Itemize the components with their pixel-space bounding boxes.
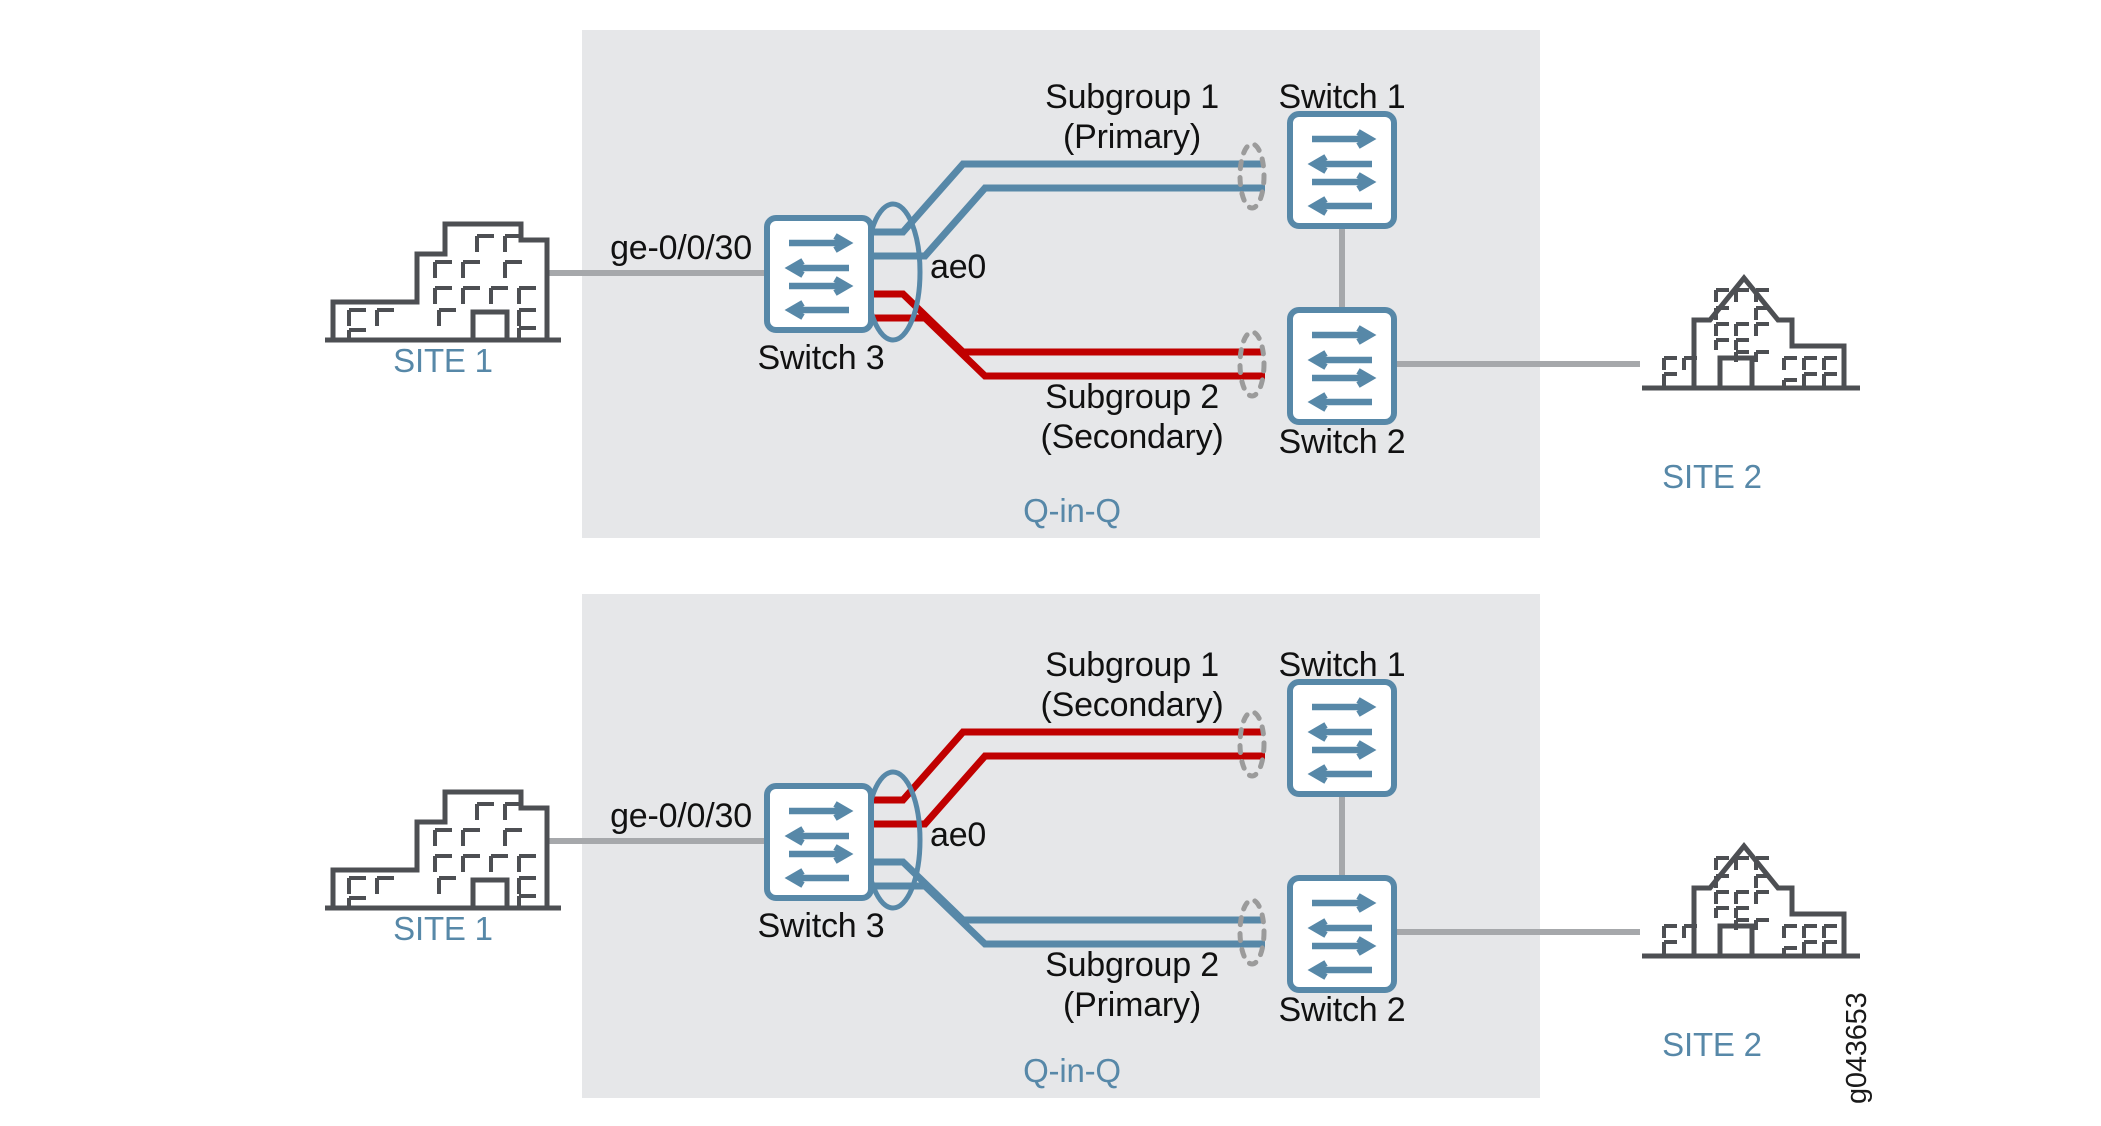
top-switch-1-icon[interactable] bbox=[1290, 114, 1394, 226]
bottom-qinq-label: Q-in-Q bbox=[1023, 1052, 1121, 1089]
bottom-site2-label: SITE 2 bbox=[1662, 1026, 1762, 1063]
top-panel bbox=[325, 30, 1860, 538]
figure-id-label: g043653 bbox=[1841, 992, 1873, 1105]
top-subgroup-2-label-line2: (Secondary) bbox=[1040, 418, 1224, 456]
bottom-switch-2-icon[interactable] bbox=[1290, 878, 1394, 990]
bottom-access-link-label: ge-0/0/30 bbox=[610, 797, 752, 835]
bottom-switch-3-label: Switch 3 bbox=[757, 907, 885, 945]
top-switch-3-label: Switch 3 bbox=[757, 339, 885, 377]
bottom-switch-1-icon[interactable] bbox=[1290, 682, 1394, 794]
top-ae0-label: ae0 bbox=[930, 248, 987, 286]
top-switch-3-icon[interactable] bbox=[767, 218, 871, 330]
bottom-switch-2-label: Switch 2 bbox=[1278, 991, 1406, 1029]
top-link-marker-switch1 bbox=[1237, 141, 1267, 211]
top-site2-building-icon bbox=[1642, 278, 1860, 388]
top-site2-label: SITE 2 bbox=[1662, 458, 1762, 495]
bottom-link-marker-switch2 bbox=[1237, 897, 1267, 967]
bottom-switch-1-label: Switch 1 bbox=[1278, 646, 1406, 684]
bottom-ae0-label: ae0 bbox=[930, 816, 987, 854]
bottom-site1-label: SITE 1 bbox=[393, 910, 493, 947]
bottom-site2-building-icon bbox=[1642, 846, 1860, 956]
top-switch-2-label: Switch 2 bbox=[1278, 423, 1406, 461]
top-subgroup-2-label-line1: Subgroup 2 bbox=[1045, 378, 1219, 416]
top-subgroup-1-label-line2: (Primary) bbox=[1063, 118, 1201, 156]
top-link-marker-switch2 bbox=[1237, 329, 1267, 399]
top-site1-building-icon bbox=[325, 224, 561, 340]
top-switch-2-icon[interactable] bbox=[1290, 310, 1394, 422]
bottom-subgroup-2-label-line1: Subgroup 2 bbox=[1045, 946, 1219, 984]
bottom-switch-3-icon[interactable] bbox=[767, 786, 871, 898]
bottom-site1-building-icon bbox=[325, 792, 561, 908]
bottom-subgroup-1-label-line1: Subgroup 1 bbox=[1045, 646, 1219, 684]
top-site1-label: SITE 1 bbox=[393, 342, 493, 379]
top-switch-1-label: Switch 1 bbox=[1278, 78, 1406, 116]
top-subgroup-1-label-line1: Subgroup 1 bbox=[1045, 78, 1219, 116]
bottom-subgroup-1-label-line2: (Secondary) bbox=[1040, 686, 1224, 724]
bottom-link-marker-switch1 bbox=[1237, 709, 1267, 779]
top-qinq-label: Q-in-Q bbox=[1023, 492, 1121, 529]
bottom-panel-background bbox=[582, 594, 1540, 1098]
bottom-panel bbox=[325, 594, 1860, 1098]
top-access-link-label: ge-0/0/30 bbox=[610, 229, 752, 267]
bottom-subgroup-2-label-line2: (Primary) bbox=[1063, 986, 1201, 1024]
